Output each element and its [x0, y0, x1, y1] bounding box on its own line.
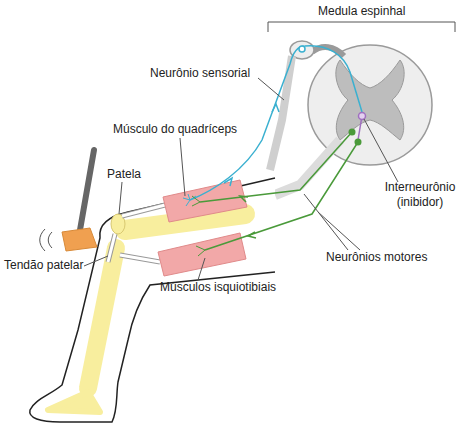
hammer-head [62, 228, 97, 251]
leader-line [198, 258, 205, 280]
part-label: Tendão patelar [4, 258, 83, 273]
hamstring-muscle [158, 233, 246, 276]
leader-line [258, 78, 284, 100]
hammer-handle [80, 150, 94, 230]
motor-neuron [200, 132, 352, 202]
leader-line [364, 119, 398, 182]
part-label: Neurônio sensorial [150, 66, 250, 81]
spinal-cord [308, 45, 432, 165]
motor-cell-body [349, 129, 356, 136]
leader-line [180, 138, 185, 196]
leader-line [119, 182, 122, 214]
part-label: Músculo do quadríceps [113, 122, 237, 137]
part-label: Patela [107, 167, 141, 182]
motor-arrows [240, 196, 256, 238]
quad-tendon-inner [122, 205, 165, 216]
leg-outline [30, 178, 275, 422]
part-label: Medula espinhal [318, 4, 405, 19]
tibia [88, 248, 116, 388]
vibration-marks [40, 229, 52, 251]
part-label: Neurônios motores [326, 250, 427, 265]
hamstring-tendon [120, 255, 160, 262]
sensory-cell-body [299, 46, 305, 52]
foot-bones [48, 392, 100, 412]
patellar-tendon-inner [108, 234, 115, 262]
hamstring-tendon-inner [120, 255, 160, 262]
gray-matter [336, 60, 404, 140]
quad-tendon [122, 205, 165, 216]
leader-line [84, 256, 108, 266]
interneuron [359, 113, 366, 120]
motor-endings [192, 196, 205, 256]
leader-line [304, 194, 360, 250]
nerve-bundle [270, 56, 292, 170]
part-label: Interneurônio (inibidor) [374, 180, 466, 210]
part-label: Músculos isquiotibiais [160, 280, 276, 295]
motor-cell-body [355, 139, 362, 146]
sensory-arrows [224, 104, 279, 186]
patellar-tendon [108, 234, 115, 262]
bracket [268, 22, 455, 32]
